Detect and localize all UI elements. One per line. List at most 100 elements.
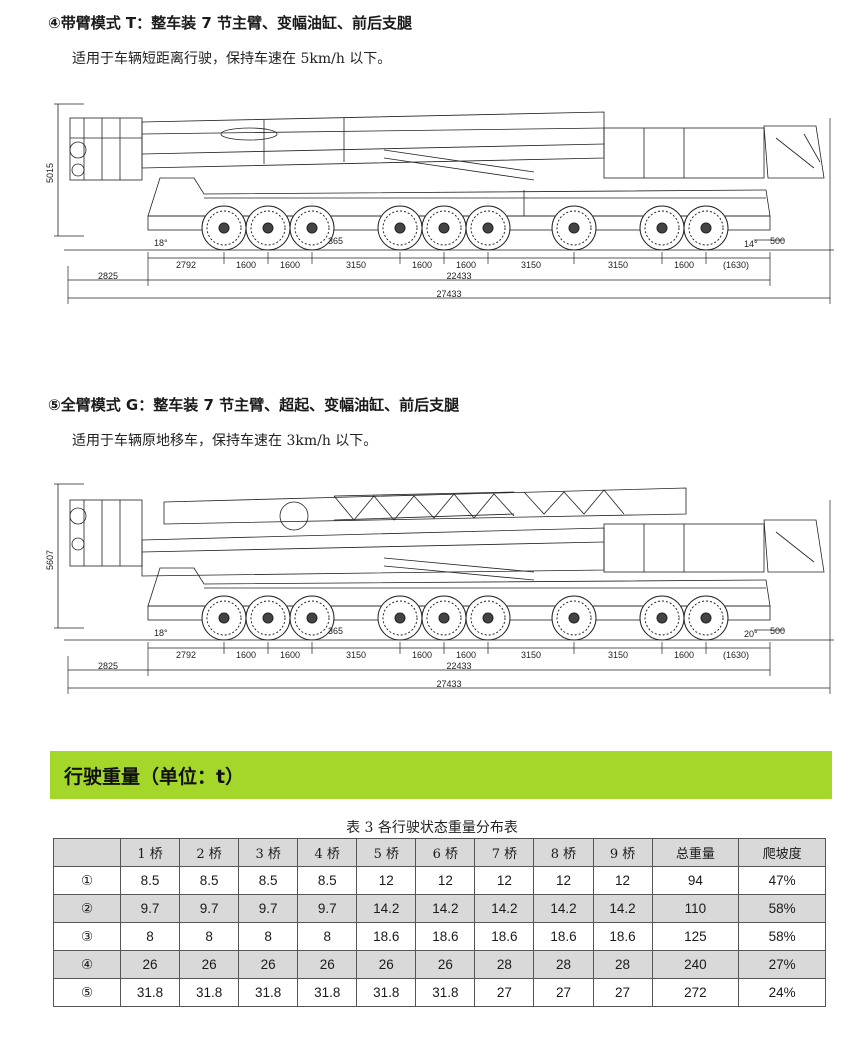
table-cell: 14.2 <box>533 894 594 923</box>
section4-description: 适用于车辆短距离行驶，保持车速在 5km/h 以下。 <box>72 51 392 67</box>
table-cell: 8 <box>119 922 181 951</box>
header-cell: 总重量 <box>651 838 740 867</box>
rear-angle-label: 20° <box>744 629 758 639</box>
table-cell: 14.2 <box>592 894 653 923</box>
height-dim-label: 5015 <box>45 163 55 183</box>
crane-drawing-boom-mode: 5015 18° 14° 365 500 2792 1600 1600 3150… <box>44 98 844 308</box>
table-cell: 18.6 <box>474 922 535 951</box>
small-dim-label: 365 <box>328 626 343 636</box>
table-cell: 26 <box>238 950 299 979</box>
table-cell: 28 <box>592 950 653 979</box>
axle-dim-4: 3150 <box>346 260 366 270</box>
table-cell: 12 <box>592 866 653 895</box>
section5-heading: ⑤全臂模式 G：整车装 7 节主臂、超起、变幅油缸、前后支腿 <box>48 396 460 414</box>
header-cell: 6 桥 <box>415 838 476 867</box>
table-cell: 14.2 <box>474 894 535 923</box>
ground-clearance-label: 500 <box>770 626 785 636</box>
axle-dim-4: 3150 <box>346 650 366 660</box>
header-cell <box>53 838 121 867</box>
table-cell: 31.8 <box>297 978 358 1007</box>
table-cell: ⑤ <box>53 978 121 1007</box>
rear-angle-label: 14° <box>744 239 758 249</box>
axle-dim-8: 3150 <box>608 260 628 270</box>
table-cell: 26 <box>415 950 476 979</box>
table-cell: 272 <box>651 978 740 1007</box>
table-cell: 18.6 <box>533 922 594 951</box>
table-cell: 8 <box>297 922 358 951</box>
table-cell: 9.7 <box>297 894 358 923</box>
table-row: ① 8.5 8.5 8.5 8.5 12 12 12 12 12 94 47% <box>53 866 826 895</box>
section5-description: 适用于车辆原地移车，保持车速在 3km/h 以下。 <box>72 433 378 449</box>
table-cell: 8.5 <box>297 866 358 895</box>
table-caption: 表 3 各行驶状态重量分布表 <box>346 820 518 836</box>
axle-dim-2: 1600 <box>236 650 256 660</box>
table-cell: 14.2 <box>356 894 417 923</box>
axle-dim-1: 2792 <box>176 650 196 660</box>
front-angle-label: 18° <box>154 628 168 638</box>
header-cell: 2 桥 <box>179 838 240 867</box>
axle-dim-6: 1600 <box>456 260 476 270</box>
table-cell: 8 <box>179 922 240 951</box>
table-row: ② 9.7 9.7 9.7 9.7 14.2 14.2 14.2 14.2 14… <box>53 894 826 923</box>
table-cell: 24% <box>738 978 826 1007</box>
table-cell: 18.6 <box>415 922 476 951</box>
axle-dim-7: 3150 <box>521 650 541 660</box>
header-cell: 4 桥 <box>297 838 358 867</box>
table-cell: 47% <box>738 866 826 895</box>
front-overhang-label: 2825 <box>98 271 118 281</box>
axle-dim-9: 1600 <box>674 650 694 660</box>
axle-dim-5: 1600 <box>412 260 432 270</box>
table-cell: 26 <box>119 950 181 979</box>
table-cell: 94 <box>651 866 740 895</box>
table-cell: 9.7 <box>119 894 181 923</box>
axle-dim-6: 1600 <box>456 650 476 660</box>
axle-dim-1: 2792 <box>176 260 196 270</box>
axle-dim-5: 1600 <box>412 650 432 660</box>
axle-dim-10: (1630) <box>723 650 749 660</box>
table-cell: 31.8 <box>356 978 417 1007</box>
header-cell: 9 桥 <box>592 838 653 867</box>
header-cell: 3 桥 <box>238 838 299 867</box>
table-header-row: 1 桥 2 桥 3 桥 4 桥 5 桥 6 桥 7 桥 8 桥 9 桥 总重量 … <box>53 838 826 867</box>
axle-dim-10: (1630) <box>723 260 749 270</box>
table-cell: 110 <box>651 894 740 923</box>
table-cell: 8.5 <box>119 866 181 895</box>
axle-dim-7: 3150 <box>521 260 541 270</box>
table-cell: 12 <box>533 866 594 895</box>
table-cell: 58% <box>738 894 826 923</box>
table-cell: 9.7 <box>179 894 240 923</box>
weight-section-banner: 行驶重量（单位：t） <box>50 751 832 799</box>
table-cell: 58% <box>738 922 826 951</box>
header-cell: 爬坡度 <box>738 838 826 867</box>
table-cell: 31.8 <box>238 978 299 1007</box>
table-cell: 31.8 <box>179 978 240 1007</box>
height-dim-label: 5607 <box>45 550 55 570</box>
table-cell: 18.6 <box>592 922 653 951</box>
table-cell: 12 <box>415 866 476 895</box>
table-cell: ④ <box>53 950 121 979</box>
table-cell: 26 <box>179 950 240 979</box>
wheelbase-total-label: 22433 <box>446 271 471 281</box>
table-cell: 31.8 <box>415 978 476 1007</box>
table-cell: 26 <box>356 950 417 979</box>
crane-drawing-full-boom-mode: 5607 18° 20° 365 500 2792 1600 1600 3150… <box>44 480 844 700</box>
front-overhang-label: 2825 <box>98 661 118 671</box>
table-row: ④ 26 26 26 26 26 26 28 28 28 240 27% <box>53 950 826 979</box>
axle-dim-8: 3150 <box>608 650 628 660</box>
overall-length-label: 27433 <box>436 679 461 689</box>
table-cell: 240 <box>651 950 740 979</box>
wheelbase-total-label: 22433 <box>446 661 471 671</box>
table-cell: ② <box>53 894 121 923</box>
table-cell: 31.8 <box>119 978 181 1007</box>
table-cell: ① <box>53 866 121 895</box>
table-row: ⑤ 31.8 31.8 31.8 31.8 31.8 31.8 27 27 27… <box>53 978 826 1007</box>
overall-length-label: 27433 <box>436 289 461 299</box>
front-angle-label: 18° <box>154 238 168 248</box>
table-cell: 125 <box>651 922 740 951</box>
header-cell: 5 桥 <box>356 838 417 867</box>
table-cell: 27 <box>533 978 594 1007</box>
ground-clearance-label: 500 <box>770 236 785 246</box>
table-cell: 26 <box>297 950 358 979</box>
small-dim-label: 365 <box>328 236 343 246</box>
table-cell: 8.5 <box>179 866 240 895</box>
